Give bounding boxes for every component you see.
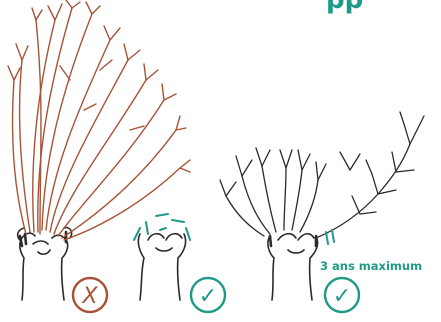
trunk	[268, 234, 318, 300]
svg-text:X: X	[81, 284, 98, 309]
old-branches	[8, 0, 190, 240]
page-title-fragment: pp	[326, 0, 363, 15]
young-branches	[220, 112, 424, 238]
verdict-check-icon: ✓	[325, 278, 359, 312]
max-age-label: 3 ans maximum	[320, 259, 422, 273]
verdict-check-icon: ✓	[191, 278, 225, 312]
svg-text:✓: ✓	[199, 284, 217, 309]
trunk	[138, 234, 185, 300]
freshly-pruned-pollard-tree: ✓	[134, 214, 225, 312]
young-regrowth-pollard-tree: 3 ans maximum ✓	[220, 112, 424, 312]
overgrown-pollard-tree: X	[8, 0, 190, 312]
verdict-x-icon: X	[73, 278, 107, 312]
trunk-shading	[270, 236, 316, 246]
svg-text:✓: ✓	[333, 284, 351, 309]
